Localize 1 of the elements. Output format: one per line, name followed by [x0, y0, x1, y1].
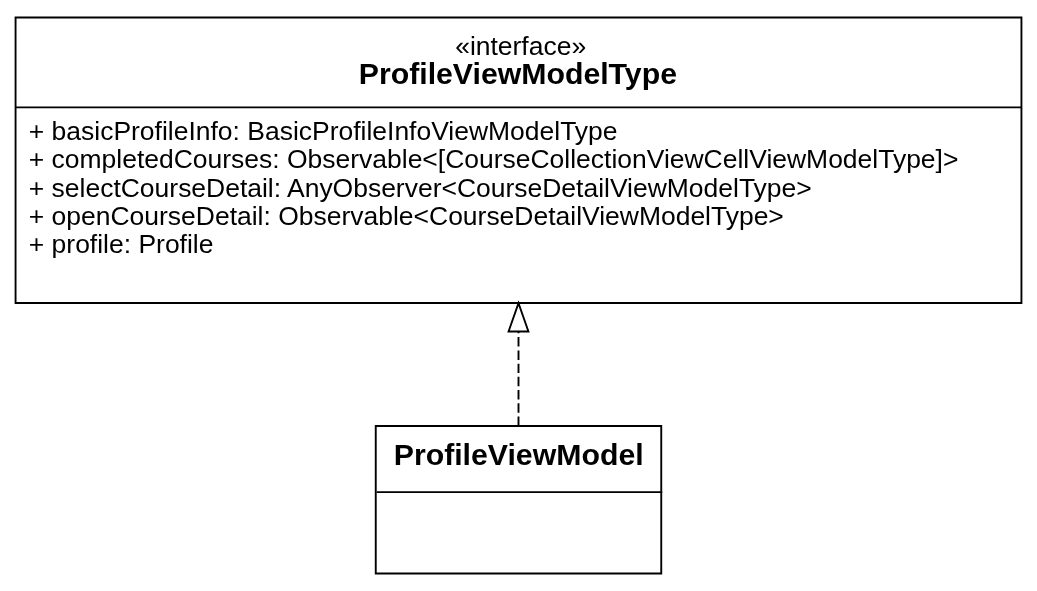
arrow: [507, 300, 530, 427]
